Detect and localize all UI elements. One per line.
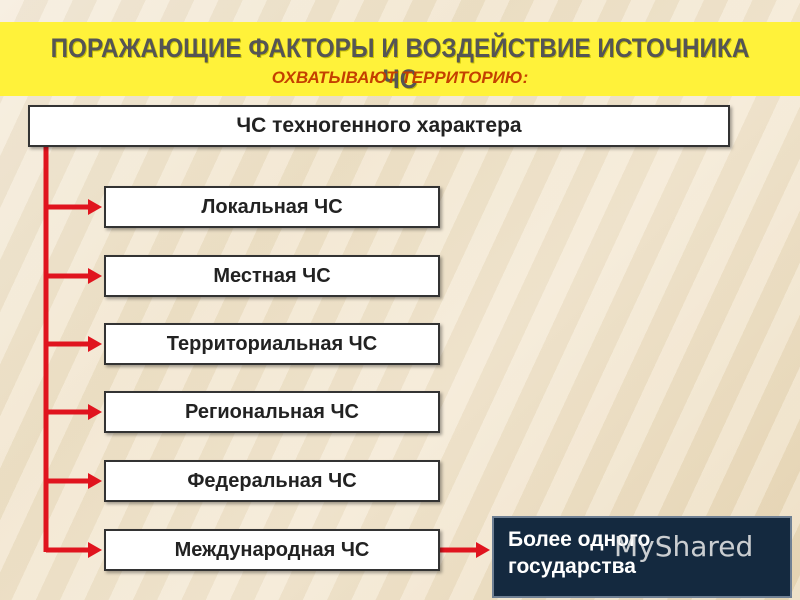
- note-text: Более одного государства: [508, 526, 650, 580]
- node-local-emergency: Локальная ЧС: [104, 186, 440, 228]
- node-international-emergency: Международная ЧС: [104, 529, 440, 571]
- node-territorial-emergency: Территориальная ЧС: [104, 323, 440, 365]
- arrowhead-regional: [88, 404, 102, 420]
- arrowhead-to-note: [476, 542, 490, 558]
- page-title: ПОРАЖАЮЩИЕ ФАКТОРЫ И ВОЗДЕЙСТВИЕ ИСТОЧНИ…: [50, 33, 750, 94]
- note-line-2: государства: [508, 555, 636, 578]
- note-line-1: Более одного: [508, 528, 651, 551]
- title-bar: [0, 22, 800, 96]
- note-box: Более одного государства: [492, 516, 792, 598]
- node-regional-emergency: Региональная ЧС: [104, 391, 440, 433]
- page-subtitle: ОХВАТЫВАЮТ ТЕРРИТОРИЮ:: [271, 68, 529, 87]
- arrowhead-municipal: [88, 268, 102, 284]
- arrowhead-territorial: [88, 336, 102, 352]
- arrowhead-federal: [88, 473, 102, 489]
- root-node-box: ЧС техногенного характера: [28, 105, 730, 147]
- node-municipal-emergency: Местная ЧС: [104, 255, 440, 297]
- watermark-logo: MyShared: [614, 530, 754, 563]
- node-federal-emergency: Федеральная ЧС: [104, 460, 440, 502]
- arrowhead-international: [88, 542, 102, 558]
- arrowhead-local: [88, 199, 102, 215]
